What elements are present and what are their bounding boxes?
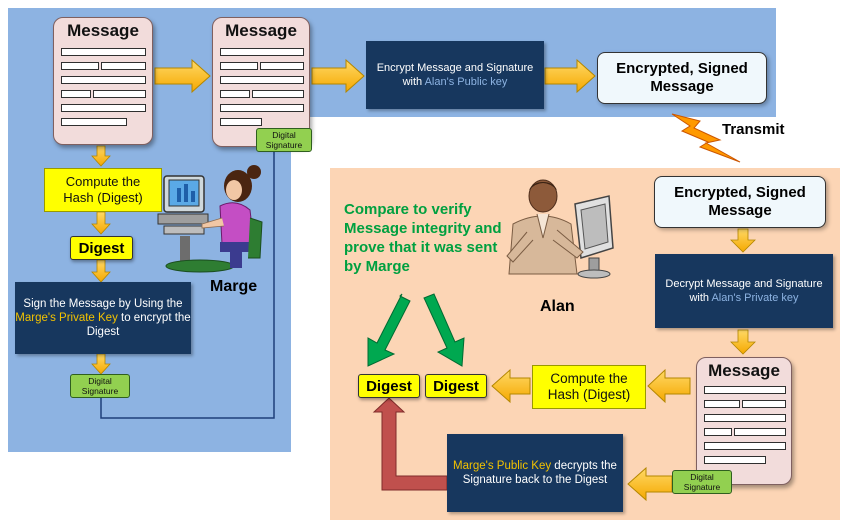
lightning-bolt [671,113,741,163]
digest-from-hash: Digest [425,374,487,398]
compute-hash-step: Compute the Hash (Digest) [44,168,162,212]
compute-hash-receiver: Compute the Hash (Digest) [532,365,646,409]
arrow-left-r1 [647,368,691,404]
public-key-decrypt-step: Marge's Public Key decrypts the Signatur… [447,434,623,512]
sign-message-step: Sign the Message by Using the Marge's Pr… [15,282,191,354]
compare-arrow-right [423,293,465,367]
marge-illustration [157,165,263,273]
arrow-left-r2 [491,368,531,404]
arrow-right-2 [311,58,365,94]
compare-statement: Compare to verify Message integrity and … [344,201,502,275]
arrow-right-3 [544,58,596,94]
digital-signature-received: Digital Signature [672,470,732,494]
transmit-label: Transmit [722,121,785,138]
digest-from-signature: Digest [358,374,420,398]
digital-signature-sender: Digital Signature [70,374,130,398]
compare-arrow-left [367,293,411,367]
message2-title: Message [225,21,297,40]
arrow-down-r2 [730,329,756,355]
return-arrow [372,397,448,491]
decrypt-step: Decrypt Message and Signature with Alan'… [655,254,833,328]
alan-illustration [506,179,614,279]
alan-name: Alan [540,298,575,315]
arrow-down-2 [91,211,111,235]
digest-sender: Digest [70,236,133,260]
message-title: Message [67,21,139,40]
message-document: Message [53,17,153,145]
signed-message-document: Message [212,17,310,147]
received-message-title: Message [708,361,780,380]
arrow-down-1 [91,145,111,167]
arrow-down-4 [91,353,111,375]
encrypt-step: Encrypt Message and Signature with Alan'… [366,41,544,109]
arrow-down-r1 [730,228,756,253]
arrow-right-1 [154,58,211,94]
digital-signature-attached: Digital Signature [256,128,312,152]
marge-name: Marge [210,278,258,295]
encrypted-signed-message-out: Encrypted, Signed Message [597,52,767,104]
arrow-down-3 [91,259,111,283]
received-message-document: Message [696,357,792,485]
arrow-left-r3 [627,466,673,502]
encrypted-signed-message-in: Encrypted, Signed Message [654,176,826,228]
